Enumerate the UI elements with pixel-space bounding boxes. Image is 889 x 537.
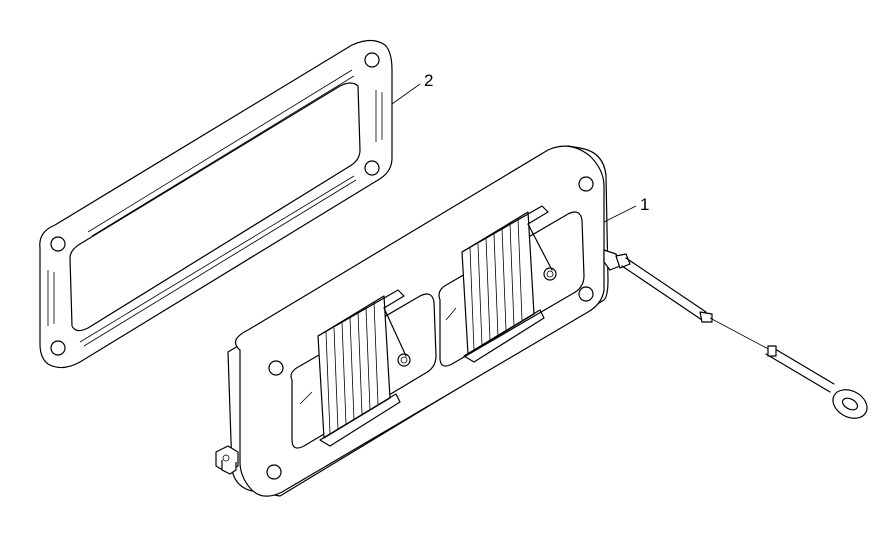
gasket-icon [39, 39, 393, 369]
ground-wire-icon [603, 249, 868, 419]
heater-element-right-icon [461, 205, 557, 363]
terminal-stud-icon [215, 445, 239, 475]
leader-line-2 [391, 83, 421, 105]
heater-element-left-icon [317, 289, 411, 447]
intake-heater-assembly-icon [215, 145, 609, 497]
callout-2: 2 [424, 71, 433, 90]
leader-line-1 [603, 205, 637, 223]
callout-1: 1 [640, 195, 649, 214]
